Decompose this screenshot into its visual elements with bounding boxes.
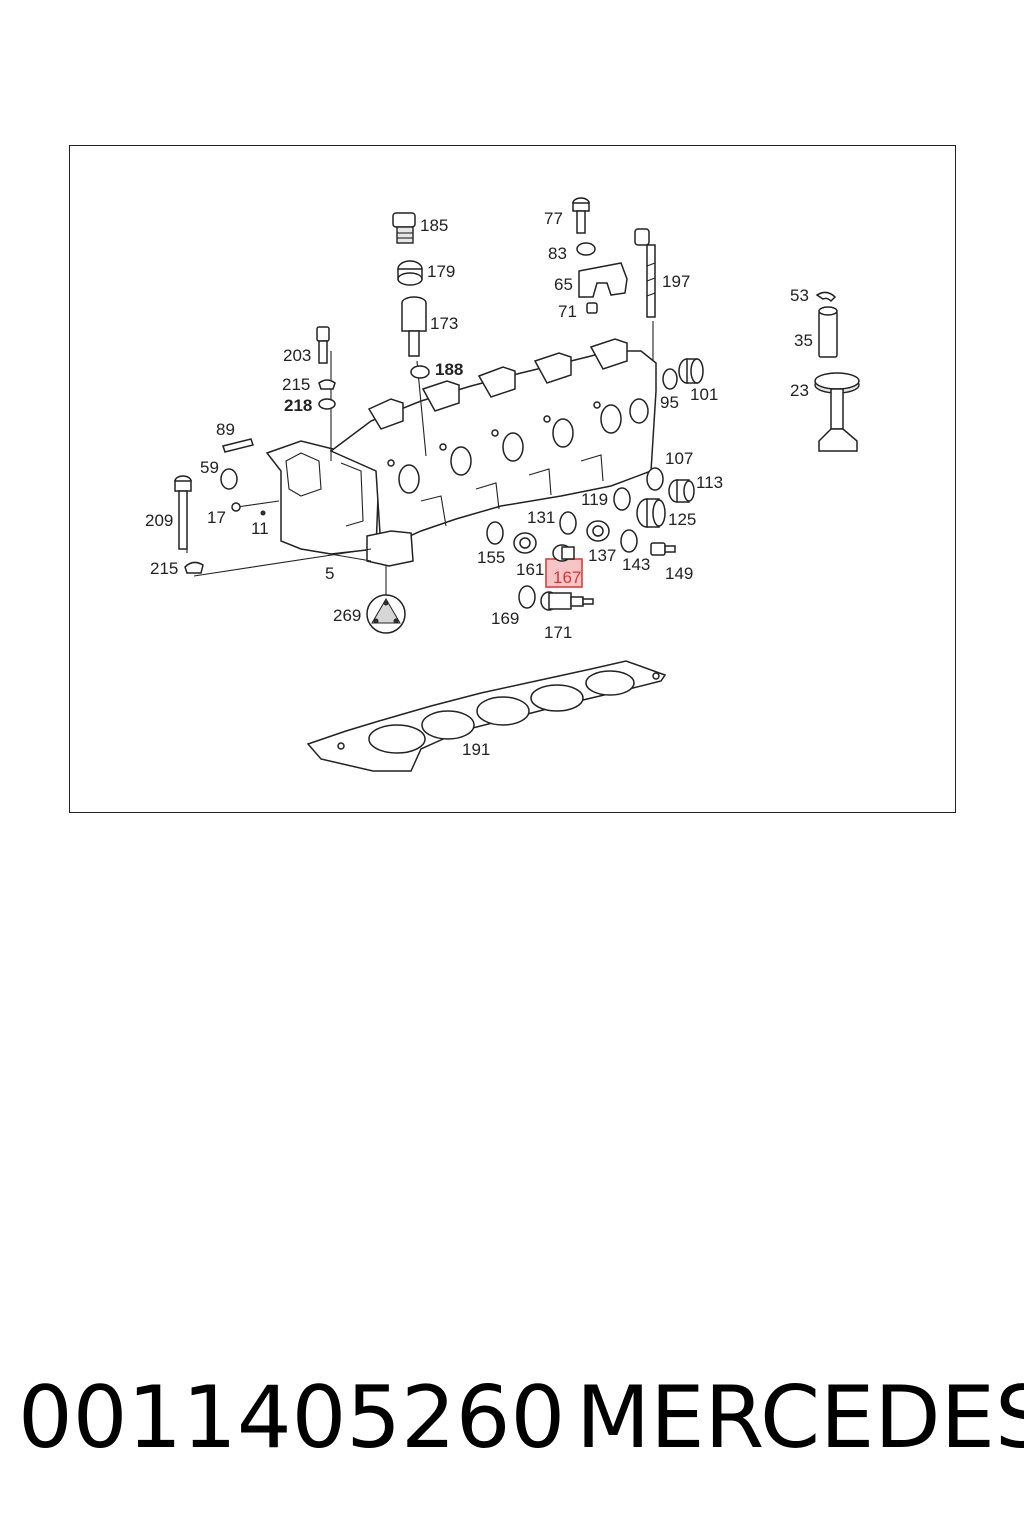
callout-101: 101 [690,385,718,404]
part-155-ring [486,521,504,545]
part-188-ring [410,365,430,379]
part-171-sensor [540,591,594,611]
part-203-bolt [316,326,330,364]
callout-155: 155 [477,548,505,567]
part-137-nut [586,520,610,542]
part-218-ring [318,398,336,410]
part-107-ring [646,467,664,491]
callout-149: 149 [665,564,693,583]
callout-59: 59 [200,458,219,477]
part-83-washer [576,242,596,256]
cylinder-head-exploded-diagram: 185 179 173 188 77 83 65 71 197 53 35 23… [145,197,860,772]
callout-89: 89 [216,420,235,439]
part-191-head-gasket [306,660,667,772]
callout-11: 11 [251,519,269,538]
part-11-pin [260,510,266,516]
part-179-nut [397,260,423,286]
part-269-flange [366,594,406,634]
callout-113: 113 [696,473,723,492]
part-209-bolt [174,475,192,550]
part-185-plug [392,212,416,244]
part-149-sensor [650,542,676,556]
callout-137: 137 [588,546,616,565]
callout-125: 125 [668,510,696,529]
callout-218: 218 [284,396,312,415]
callout-161: 161 [516,560,544,579]
part-59-cap [220,468,238,490]
part-77-bolt [572,197,590,234]
callout-169: 169 [491,609,519,628]
part-101-plug [678,358,704,384]
part-173-guide [401,296,427,357]
part-71-sleeve [586,302,598,314]
part-17-ring [231,502,241,512]
part-65-bearing-cap [578,262,628,298]
callout-188: 188 [435,360,463,379]
part-119-ring [613,487,631,511]
part-197-stud [634,228,656,318]
callout-215-top: 215 [282,375,310,394]
part-161-nut [513,532,537,554]
part-125-plug [636,498,666,528]
parts-diagram-frame: 185 179 173 188 77 83 65 71 197 53 35 23… [69,145,956,813]
callout-171: 171 [544,623,572,642]
part-number: 0011405260 [18,1368,566,1468]
callout-labels: 185 179 173 188 77 83 65 71 197 53 35 23… [145,209,813,759]
callout-83: 83 [548,244,567,263]
part-89-dowel [222,438,254,453]
callout-95: 95 [660,393,679,412]
part-167-fitting-highlighted [545,544,583,588]
part-215-washer-bottom [184,561,204,574]
callout-215-bottom: 215 [150,559,178,578]
part-131-ring [559,511,577,535]
callout-5: 5 [325,564,334,583]
callout-173: 173 [430,314,458,333]
callout-71: 71 [558,302,577,321]
callout-191: 191 [462,740,490,759]
part-215-washer-top [318,379,336,390]
callout-107: 107 [665,449,693,468]
callout-167-highlighted[interactable]: 167 [553,568,581,587]
callout-17: 17 [207,508,226,527]
callout-77: 77 [544,209,563,228]
callout-143: 143 [622,555,650,574]
callout-179: 179 [427,262,455,281]
callout-53: 53 [790,286,809,305]
callout-23: 23 [790,381,809,400]
callout-131: 131 [527,508,555,527]
part-113-plug [668,479,695,503]
part-95-ring [662,368,678,390]
brand-name: MERCEDES [576,1368,1024,1468]
callout-197: 197 [662,272,690,291]
callout-203: 203 [283,346,311,365]
part-143-ring [620,529,638,553]
valve-assembly [814,291,860,452]
callout-209: 209 [145,511,173,530]
part-169-ring [518,585,536,609]
callout-269: 269 [333,606,361,625]
cylinder-head [265,338,657,567]
callout-119: 119 [581,490,608,509]
callout-185: 185 [420,216,448,235]
callout-65: 65 [554,275,573,294]
callout-35: 35 [794,331,813,350]
